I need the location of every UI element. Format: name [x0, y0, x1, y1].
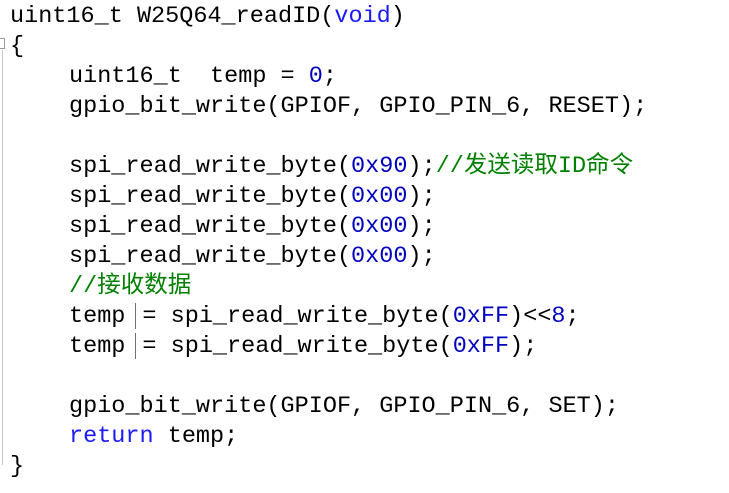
- code-line-spi-dummy: spi_read_write_byte(0x00);: [10, 182, 436, 212]
- spi-arg: 0x90: [351, 153, 408, 180]
- spi-call: spi_read_write_byte(: [69, 213, 352, 240]
- stmt-end: );: [509, 333, 538, 360]
- spi-call: spi_read_write_byte(: [69, 243, 352, 270]
- spi-arg: 0x00: [351, 213, 408, 240]
- spi-end: );: [407, 183, 436, 210]
- code-line-open-brace: {: [10, 32, 24, 62]
- decl-rest: temp =: [181, 63, 309, 90]
- spi-arg: 0xFF: [452, 333, 510, 360]
- code-comment: //发送读取ID命令: [435, 153, 634, 180]
- code-line-spi-dummy: spi_read_write_byte(0x00);: [10, 212, 436, 242]
- spi-end: );: [407, 213, 436, 240]
- fold-guide-line: [2, 50, 3, 465]
- text-cursor: [135, 332, 137, 359]
- gpio-reset-call: gpio_bit_write(GPIOF, GPIO_PIN_6, RESET)…: [69, 93, 648, 120]
- code-line-spi-command: spi_read_write_byte(0x90);//发送读取ID命令: [10, 152, 633, 182]
- code-line-declaration: uint16_t temp = 0;: [10, 62, 337, 92]
- code-line-close-brace: }: [10, 452, 24, 482]
- code-comment: //接收数据: [69, 273, 192, 300]
- code-line-gpio-reset: gpio_bit_write(GPIOF, GPIO_PIN_6, RESET)…: [10, 92, 647, 122]
- decl-end: ;: [322, 63, 337, 90]
- code-line-read-high: temp = spi_read_write_byte(0xFF)<<8;: [10, 302, 580, 332]
- code-line-return: return temp;: [10, 422, 238, 452]
- code-line-read-low: temp = spi_read_write_byte(0xFF);: [10, 332, 537, 362]
- editor-gutter: [0, 0, 8, 493]
- function-name: W25Q64_readID(: [136, 3, 335, 30]
- fold-toggle-icon[interactable]: [0, 38, 5, 49]
- decl-type: uint16_t: [69, 63, 182, 90]
- open-brace: {: [10, 33, 25, 60]
- text-cursor: [135, 302, 137, 329]
- decl-value: 0: [308, 63, 323, 90]
- spi-arg: 0xFF: [452, 303, 510, 330]
- param-keyword: void: [334, 3, 391, 30]
- close-paren: ): [390, 3, 405, 30]
- assign-call: = spi_read_write_byte(: [142, 333, 453, 360]
- code-line-spi-dummy: spi_read_write_byte(0x00);: [10, 242, 436, 272]
- close-brace: }: [10, 453, 25, 480]
- spi-call: spi_read_write_byte(: [69, 183, 352, 210]
- gpio-set-call: gpio_bit_write(GPIOF, GPIO_PIN_6, SET);: [69, 393, 619, 420]
- stmt-end: ;: [565, 303, 580, 330]
- assign-call: = spi_read_write_byte(: [142, 303, 453, 330]
- return-value: temp;: [153, 423, 239, 450]
- spi-call: spi_read_write_byte(: [69, 153, 352, 180]
- code-line-comment: //接收数据: [10, 272, 191, 302]
- return-keyword: return: [69, 423, 154, 450]
- code-line-function-signature: uint16_t W25Q64_readID(void): [10, 2, 405, 32]
- shift-amount: 8: [551, 303, 566, 330]
- var-temp: temp: [69, 333, 126, 360]
- code-line-gpio-set: gpio_bit_write(GPIOF, GPIO_PIN_6, SET);: [10, 392, 619, 422]
- var-temp: temp: [69, 303, 126, 330]
- spi-end: );: [407, 153, 436, 180]
- shift-op: )<<: [509, 303, 552, 330]
- spi-arg: 0x00: [351, 243, 408, 270]
- spi-end: );: [407, 243, 436, 270]
- return-type: uint16_t: [10, 3, 123, 30]
- spi-arg: 0x00: [351, 183, 408, 210]
